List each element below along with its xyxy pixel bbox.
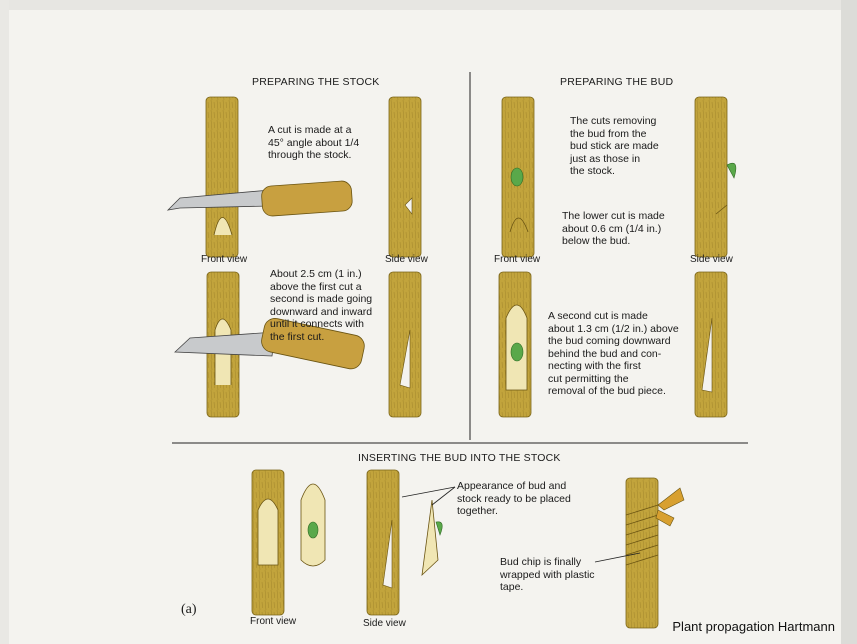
bud-front-stem-1 [502,97,534,257]
label-side-view: Side view [363,618,406,629]
heading-preparing-stock: PREPARING THE STOCK [252,76,380,88]
label-side-view: Side view [690,254,733,265]
stock-side-stem-1 [389,97,421,257]
appearance-pointers [402,487,455,505]
label-front-view: Front view [494,254,540,265]
caption-appearance: Appearance of bud and stock ready to be … [457,480,571,518]
heading-inserting-bud: INSERTING THE BUD INTO THE STOCK [358,452,561,464]
insert-front-stem [252,470,284,615]
label-front-view: Front view [250,616,296,627]
credit-watermark: Plant propagation Hartmann [670,619,837,634]
caption-bud-cut1: The cuts removing the bud from the bud s… [570,115,659,178]
bud-front-stem-2 [499,272,531,417]
label-side-view: Side view [385,254,428,265]
bud-chip-front [301,484,325,566]
knife-1 [168,180,353,216]
bud-side-stem-2 [695,272,727,417]
label-front-view: Front view [201,254,247,265]
insert-side-stem [367,470,399,615]
bud-chip-side [422,500,442,575]
caption-stock-cut1: A cut is made at a 45° angle about 1/4 t… [268,124,359,162]
caption-wrapped: Bud chip is finally wrapped with plastic… [500,556,595,594]
bud-side-stem-1 [695,97,736,257]
caption-stock-cut2: About 2.5 cm (1 in.) above the first cut… [270,268,372,343]
caption-bud-lower: The lower cut is made about 0.6 cm (1/4 … [562,210,665,248]
heading-preparing-bud: PREPARING THE BUD [560,76,673,88]
stock-side-stem-2 [389,272,421,417]
caption-bud-cut2: A second cut is made about 1.3 cm (1/2 i… [548,310,679,398]
figure-label: (a) [181,602,197,618]
wrapped-stem [626,478,684,628]
stock-front-stem-1 [206,97,238,257]
